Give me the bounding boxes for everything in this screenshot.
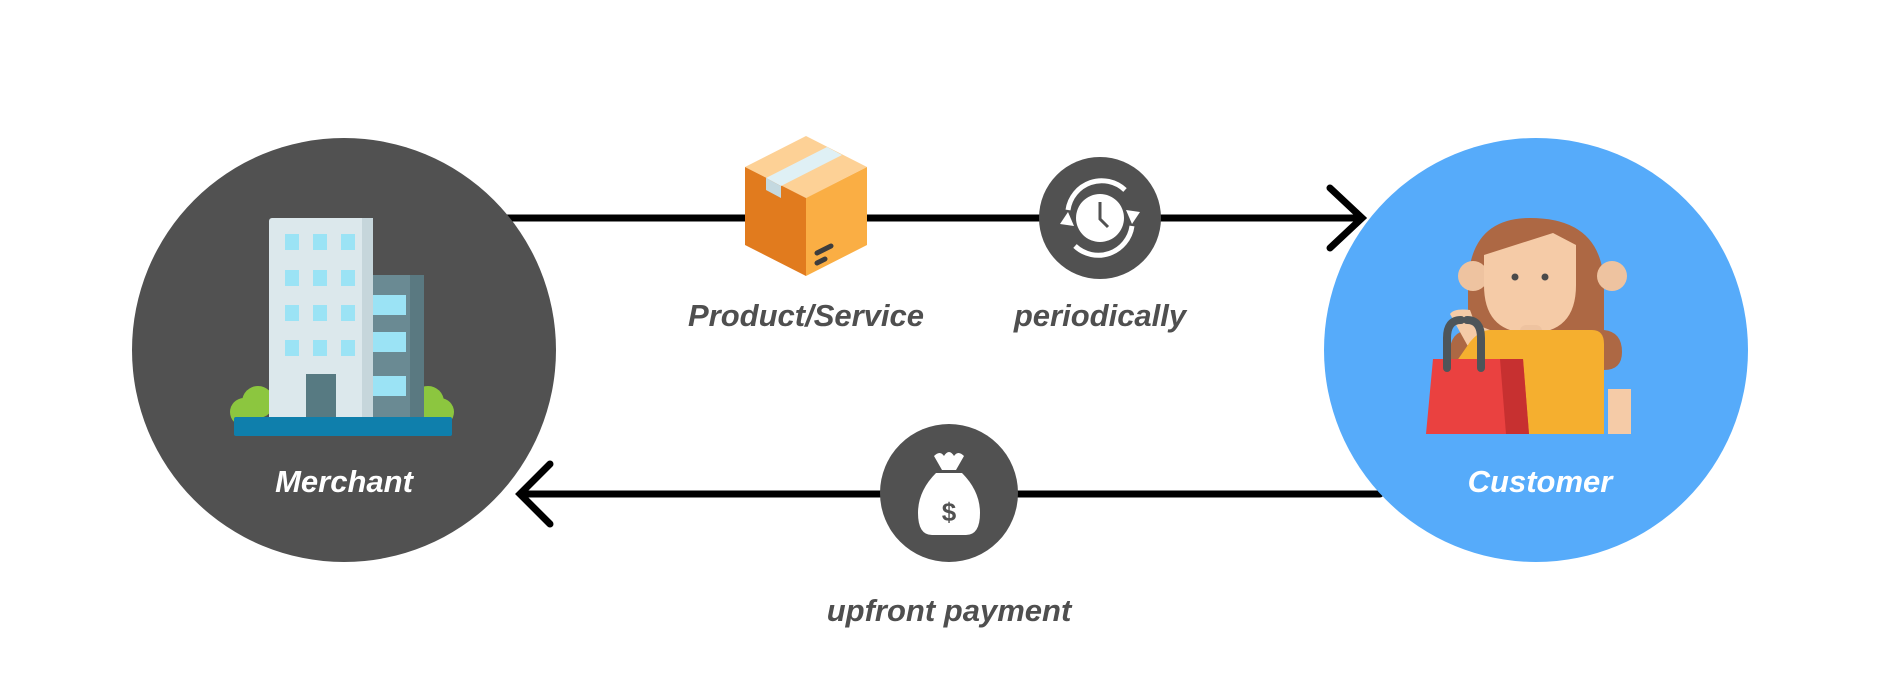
merchant-label: Merchant	[275, 464, 413, 499]
customer-label: Customer	[1467, 464, 1613, 499]
shopper-woman-icon	[1426, 218, 1631, 434]
upfront-payment-label: upfront payment	[826, 593, 1072, 628]
svg-text:$: $	[942, 497, 957, 527]
periodically-label: periodically	[1013, 298, 1187, 333]
building-icon	[230, 218, 454, 436]
delivery-arrow	[496, 184, 1368, 252]
product-service-label: Product/Service	[687, 298, 925, 333]
package-box-icon	[745, 136, 867, 276]
money-bag-icon: $	[880, 424, 1018, 562]
recurring-clock-icon	[1039, 157, 1161, 279]
